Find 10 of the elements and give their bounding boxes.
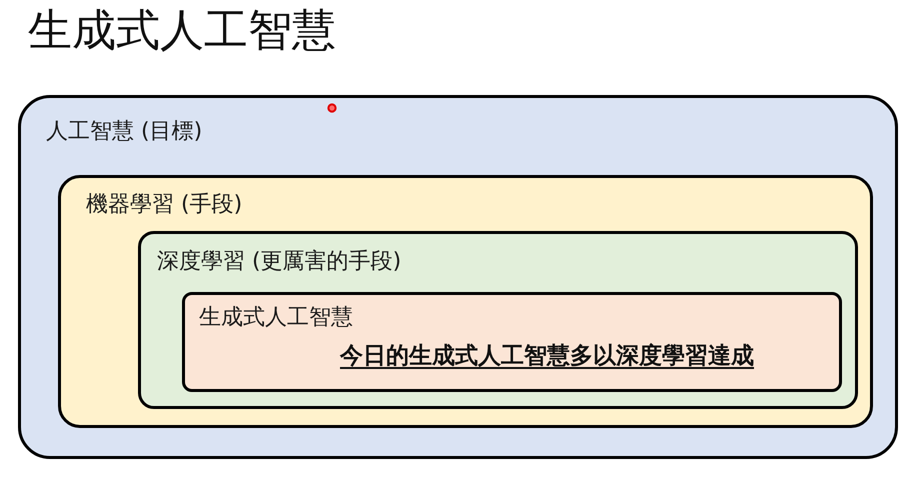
- panel-heading: 生成式人工智慧: [199, 305, 353, 331]
- rounded-panel: [58, 175, 873, 428]
- note-text: 今日的生成式人工智慧多以深度學習達成: [340, 343, 754, 369]
- panel-heading: 機器學習 (手段): [86, 192, 242, 218]
- rounded-panel: [18, 95, 898, 459]
- rounded-panel: [138, 231, 858, 409]
- panel-heading: 人工智慧 (目標): [46, 119, 202, 145]
- panel-heading: 深度學習 (更厲害的手段): [157, 249, 402, 275]
- title-heading: 生成式人工智慧: [28, 4, 336, 58]
- rounded-panel: [182, 292, 842, 392]
